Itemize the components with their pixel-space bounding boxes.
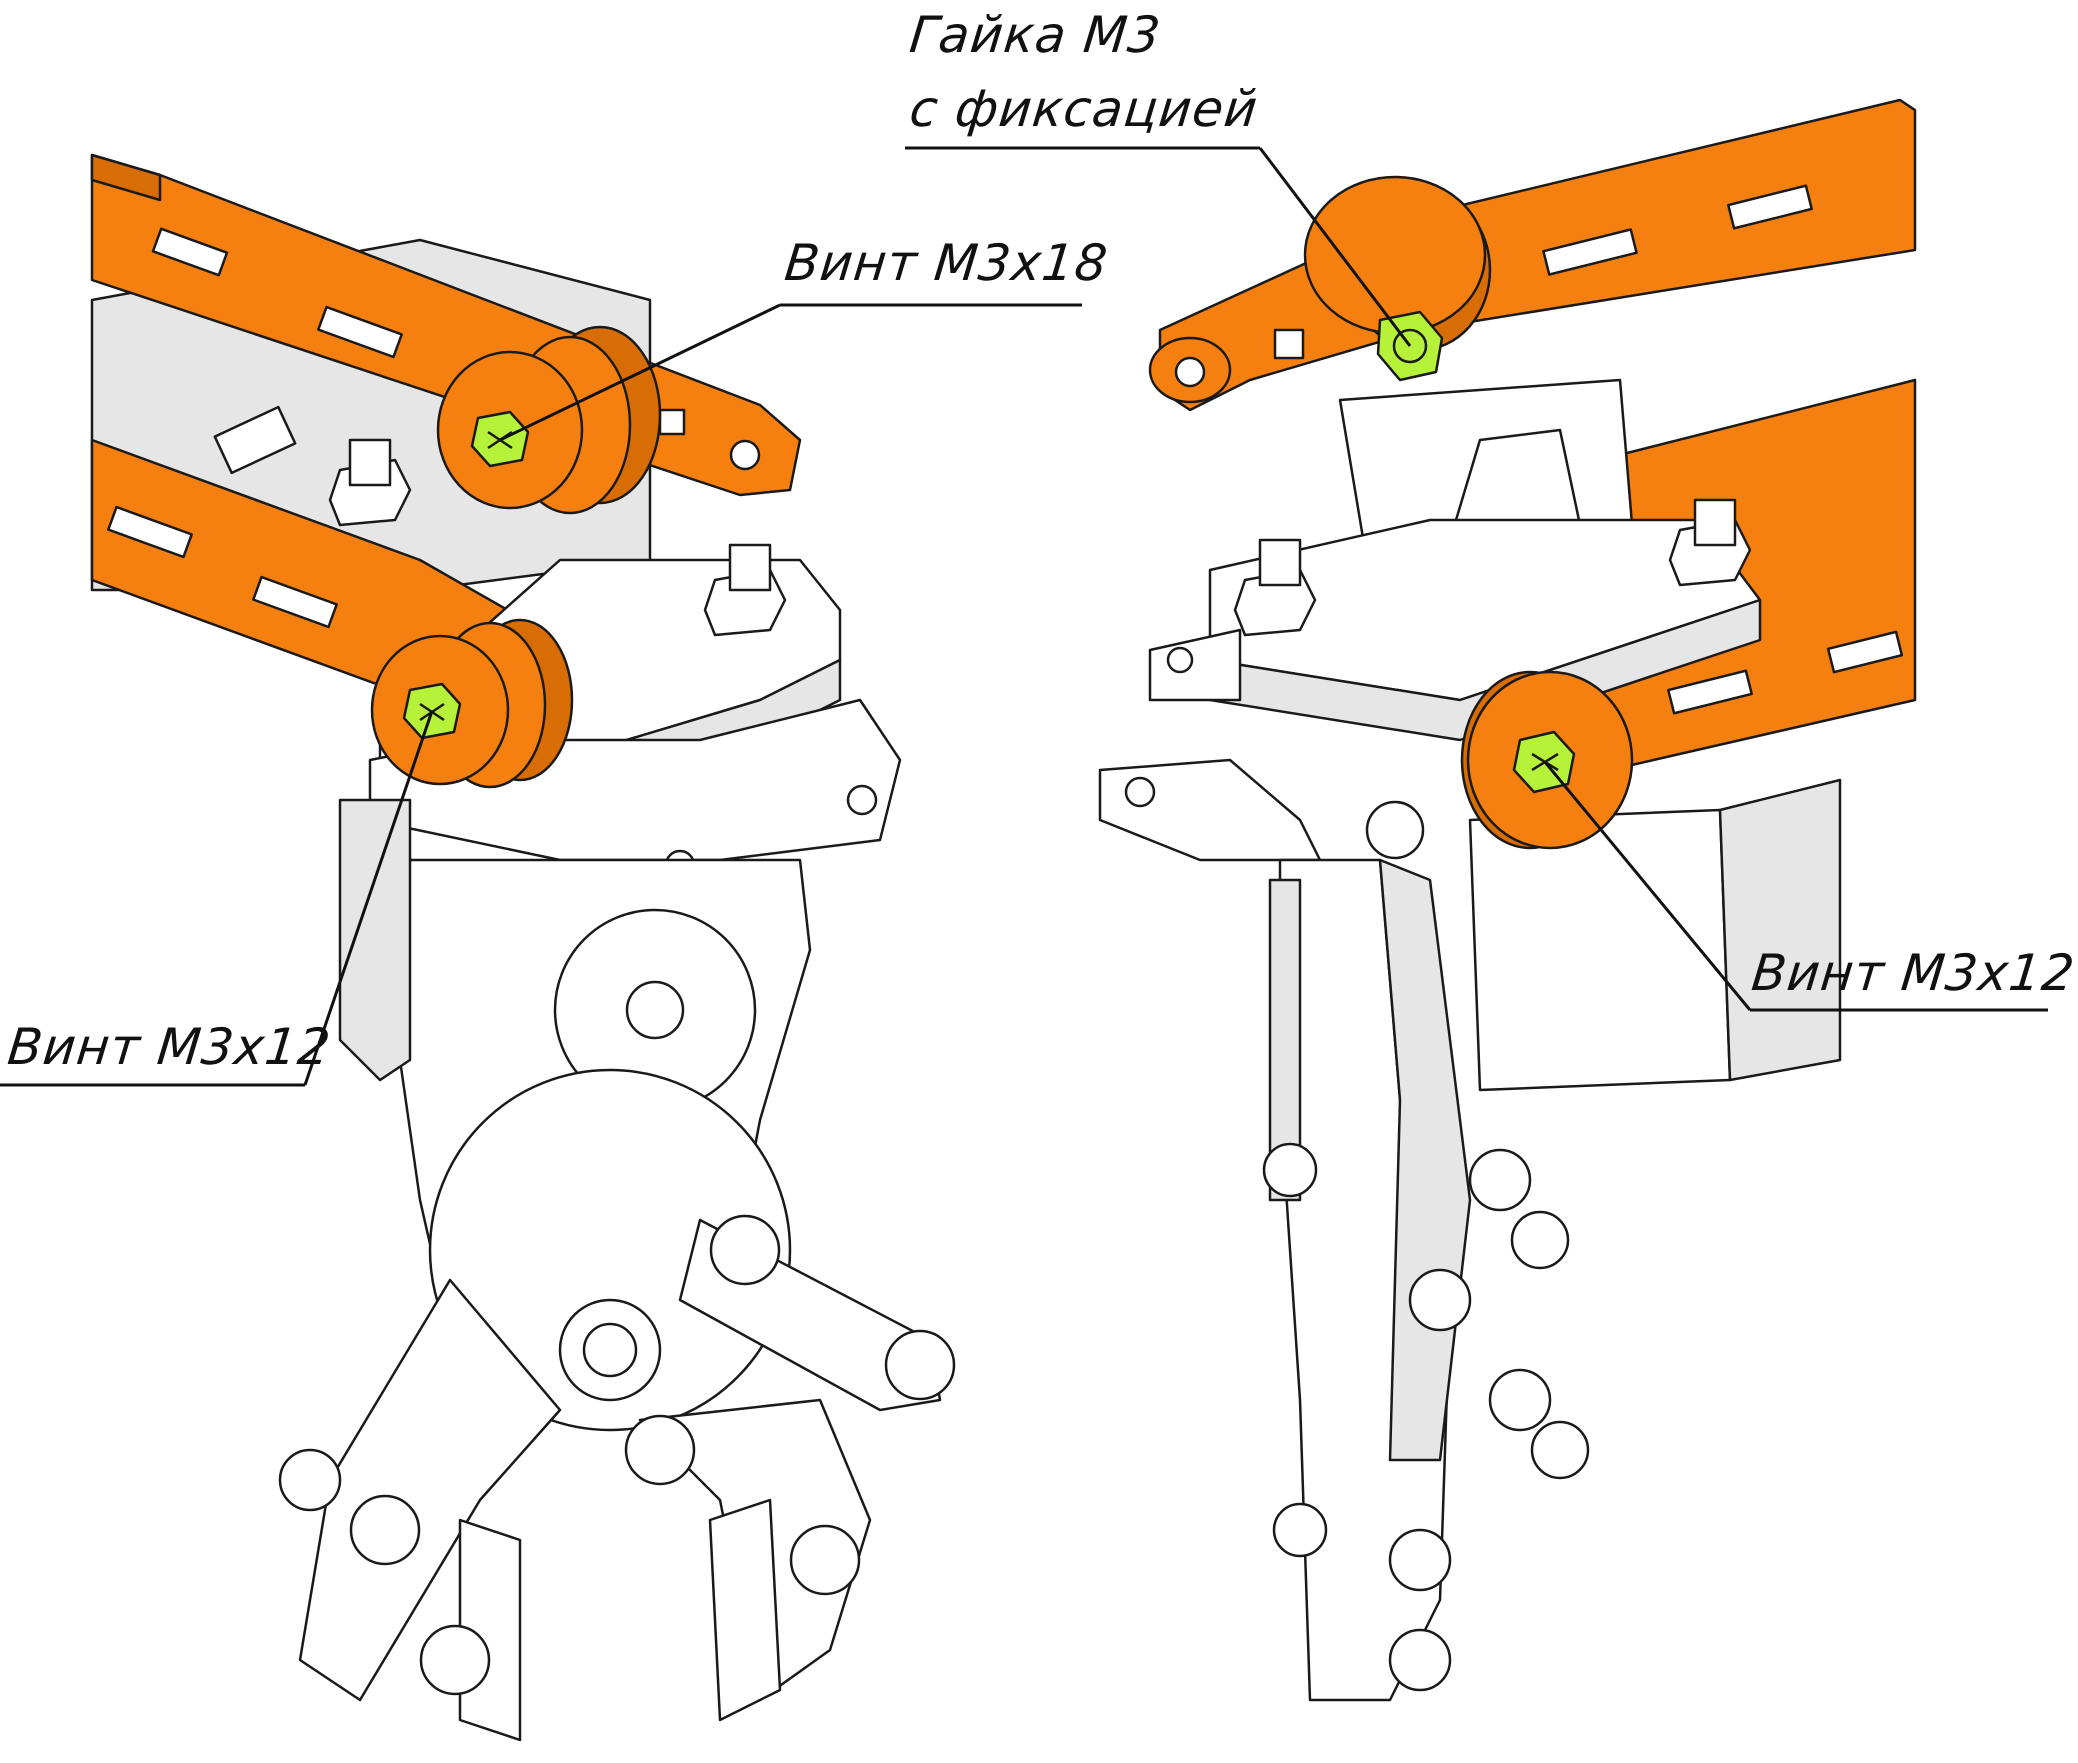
leader-m3x18: [499, 303, 781, 442]
leader-m3x12-right: [1543, 761, 1752, 1011]
arm-end-hole: [1174, 356, 1206, 388]
standoff: [728, 543, 772, 592]
flange-hole: [846, 784, 878, 816]
arm-slot: [107, 505, 193, 559]
hex-nut: [1488, 1368, 1552, 1432]
right-top-flange: [1148, 628, 1242, 702]
gear-screw: [582, 1322, 638, 1378]
arm-slot: [1542, 228, 1638, 276]
left-frame-slot: [213, 405, 297, 475]
hex-nut: [1408, 1268, 1472, 1332]
right-upper-arm: [1158, 98, 1917, 412]
hex-nut: [1468, 1148, 1532, 1212]
arm-slot: [317, 305, 403, 359]
arm-slot: [151, 227, 229, 277]
lower-pulley-stack: [370, 618, 574, 789]
leader-lines: [0, 146, 2048, 1087]
callout-screw-m3x18: Винт М3х18: [781, 234, 1111, 292]
right-side-flange: [1098, 758, 1322, 862]
leader-m3x12-left: [303, 710, 434, 1086]
left-upper-arm-edge: [90, 153, 162, 202]
arm-end-hole: [729, 439, 761, 471]
arm-slot: [1273, 328, 1305, 360]
left-gripper-side: [338, 798, 412, 1082]
pivot-screw: [349, 1494, 421, 1566]
small-gear-hub: [625, 980, 685, 1040]
arm-slot: [1667, 669, 1753, 715]
arm-slot: [658, 408, 686, 436]
callout-nut-line2: с фиксацией: [906, 80, 1261, 138]
hex-nut: [1388, 1528, 1452, 1592]
flange-hole: [1166, 646, 1194, 674]
arm-slot: [1727, 184, 1813, 230]
hex-nut: [1510, 1210, 1570, 1270]
finger-pad: [708, 1498, 782, 1722]
pivot-screw: [1365, 800, 1425, 860]
standoff-head: [1262, 1142, 1318, 1198]
right-rack: [1268, 878, 1302, 1202]
pivot-screw: [884, 1329, 956, 1401]
leader-nut: [1258, 147, 1412, 347]
standoff-head: [1272, 1502, 1328, 1558]
lower-servo-housing: [1468, 808, 1732, 1092]
standoff: [1258, 538, 1302, 587]
hex-nut: [1388, 1628, 1452, 1692]
left-gripper-assembly: [90, 153, 956, 1742]
right-upper-pulley-stack: [1303, 175, 1492, 352]
callout-screw-m3x12-right: Винт М3х12: [1748, 944, 2078, 1002]
callout-screw-m3x12-left: Винт М3х12: [4, 1018, 334, 1076]
arm-slot: [252, 575, 338, 629]
pivot-screw: [278, 1448, 342, 1512]
pivot-screw: [709, 1214, 781, 1286]
pivot-screw: [419, 1624, 491, 1696]
standoff: [1693, 498, 1737, 547]
standoff: [348, 438, 392, 487]
pivot-screw: [789, 1524, 861, 1596]
callout-nut-line1: Гайка М3: [906, 6, 1164, 64]
right-gripper-assembly: [1098, 98, 1917, 1702]
hex-nut: [1530, 1420, 1590, 1480]
pivot-screw: [624, 1414, 696, 1486]
large-gear: [428, 1068, 792, 1432]
arm-slot: [1826, 630, 1904, 674]
lower-servo-side: [1718, 778, 1842, 1082]
flange-hole: [1124, 776, 1156, 808]
